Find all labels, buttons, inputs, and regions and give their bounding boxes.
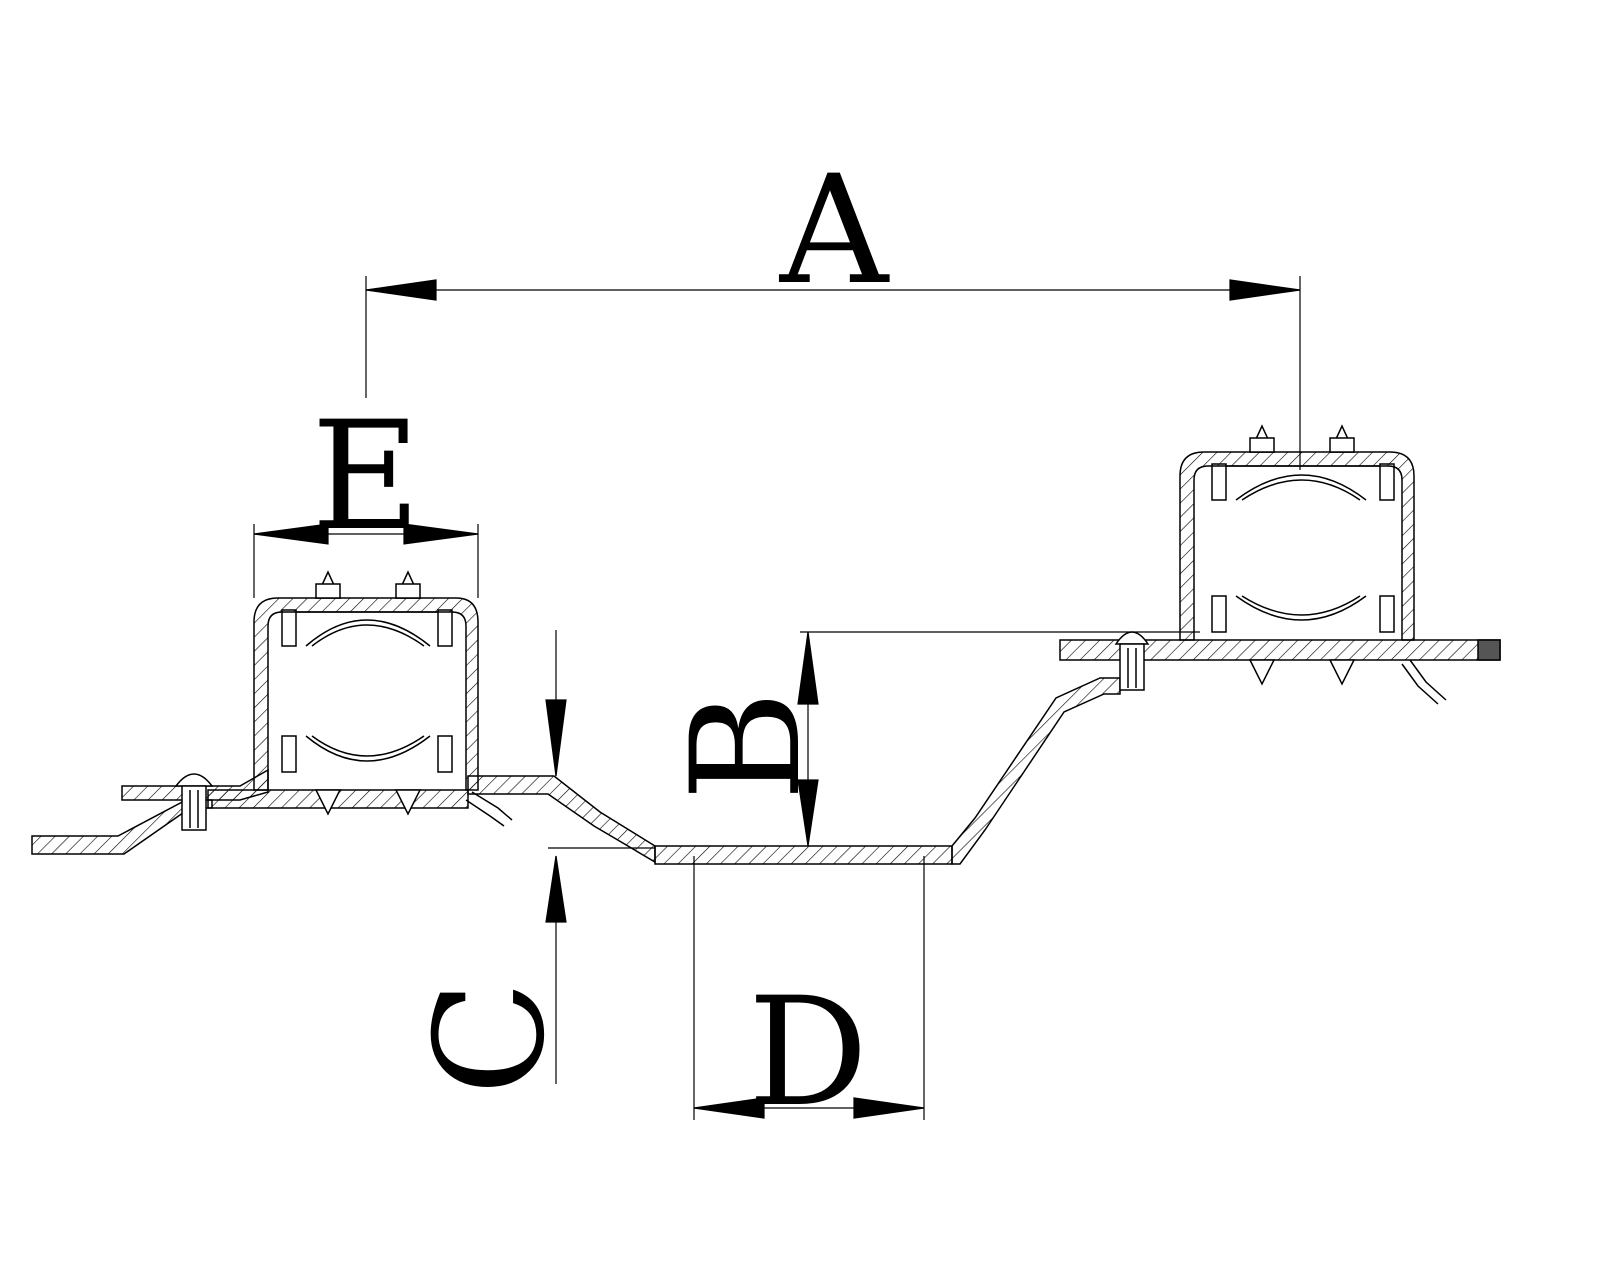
- dim-label-a: A: [779, 144, 890, 318]
- dim-label-d: D: [748, 966, 868, 1140]
- dim-label-b: B: [660, 691, 834, 801]
- right-cabinet: [1114, 424, 1447, 705]
- dim-label-e: E: [311, 390, 421, 564]
- dimension-lines: [253, 276, 1301, 1120]
- dim-label-c: C: [404, 981, 578, 1096]
- base-plate-profile: [31, 639, 1501, 865]
- left-cabinet: [121, 570, 513, 831]
